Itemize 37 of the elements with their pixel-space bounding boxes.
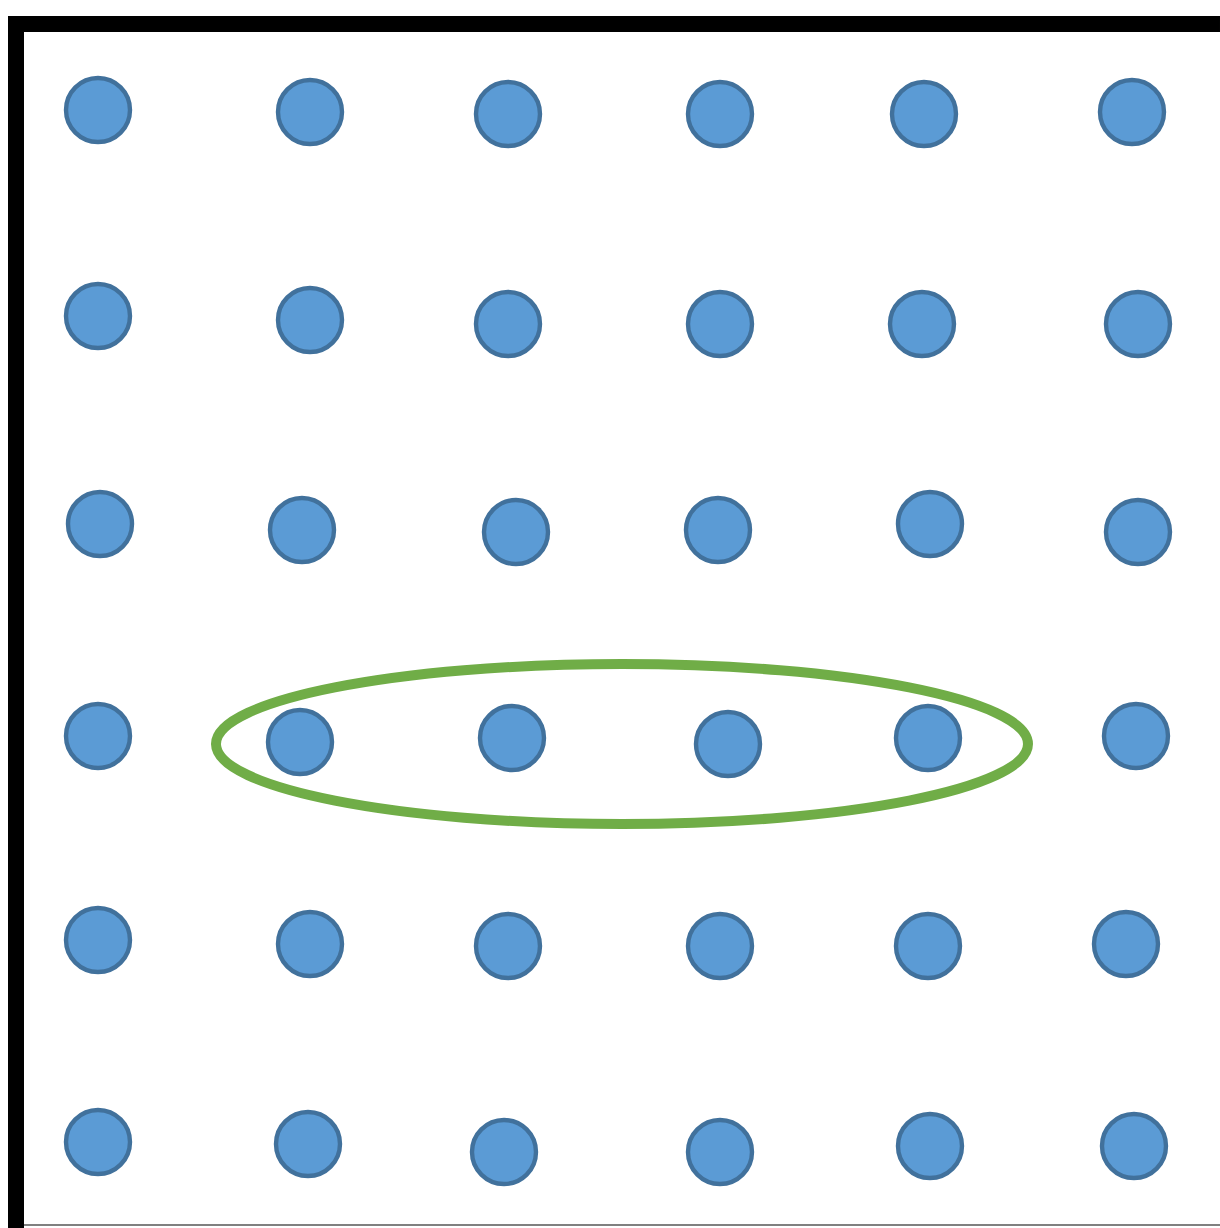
dot <box>63 905 133 975</box>
dot <box>473 911 543 981</box>
dot <box>887 289 957 359</box>
dot <box>275 77 345 147</box>
dot <box>275 909 345 979</box>
dot <box>893 703 963 773</box>
dot <box>1099 1111 1169 1181</box>
dot <box>63 1107 133 1177</box>
dot <box>1097 77 1167 147</box>
dot <box>683 495 753 565</box>
dot <box>63 75 133 145</box>
dot <box>473 79 543 149</box>
dot <box>477 703 547 773</box>
dot <box>889 79 959 149</box>
dot <box>1103 289 1173 359</box>
dot <box>65 489 135 559</box>
dot <box>1101 701 1171 771</box>
dot <box>63 281 133 351</box>
dot <box>273 1109 343 1179</box>
dot <box>895 1111 965 1181</box>
dot <box>1103 497 1173 567</box>
dot <box>893 911 963 981</box>
dot <box>275 285 345 355</box>
dot <box>63 701 133 771</box>
dot <box>685 289 755 359</box>
dot <box>267 495 337 565</box>
dot <box>469 1117 539 1187</box>
dot <box>473 289 543 359</box>
grouping-ellipse <box>211 659 1033 829</box>
dot <box>685 79 755 149</box>
dot <box>481 497 551 567</box>
dot <box>685 911 755 981</box>
dot <box>895 489 965 559</box>
dot <box>685 1117 755 1187</box>
dot <box>693 709 763 779</box>
dot <box>265 707 335 777</box>
dot <box>1091 909 1161 979</box>
